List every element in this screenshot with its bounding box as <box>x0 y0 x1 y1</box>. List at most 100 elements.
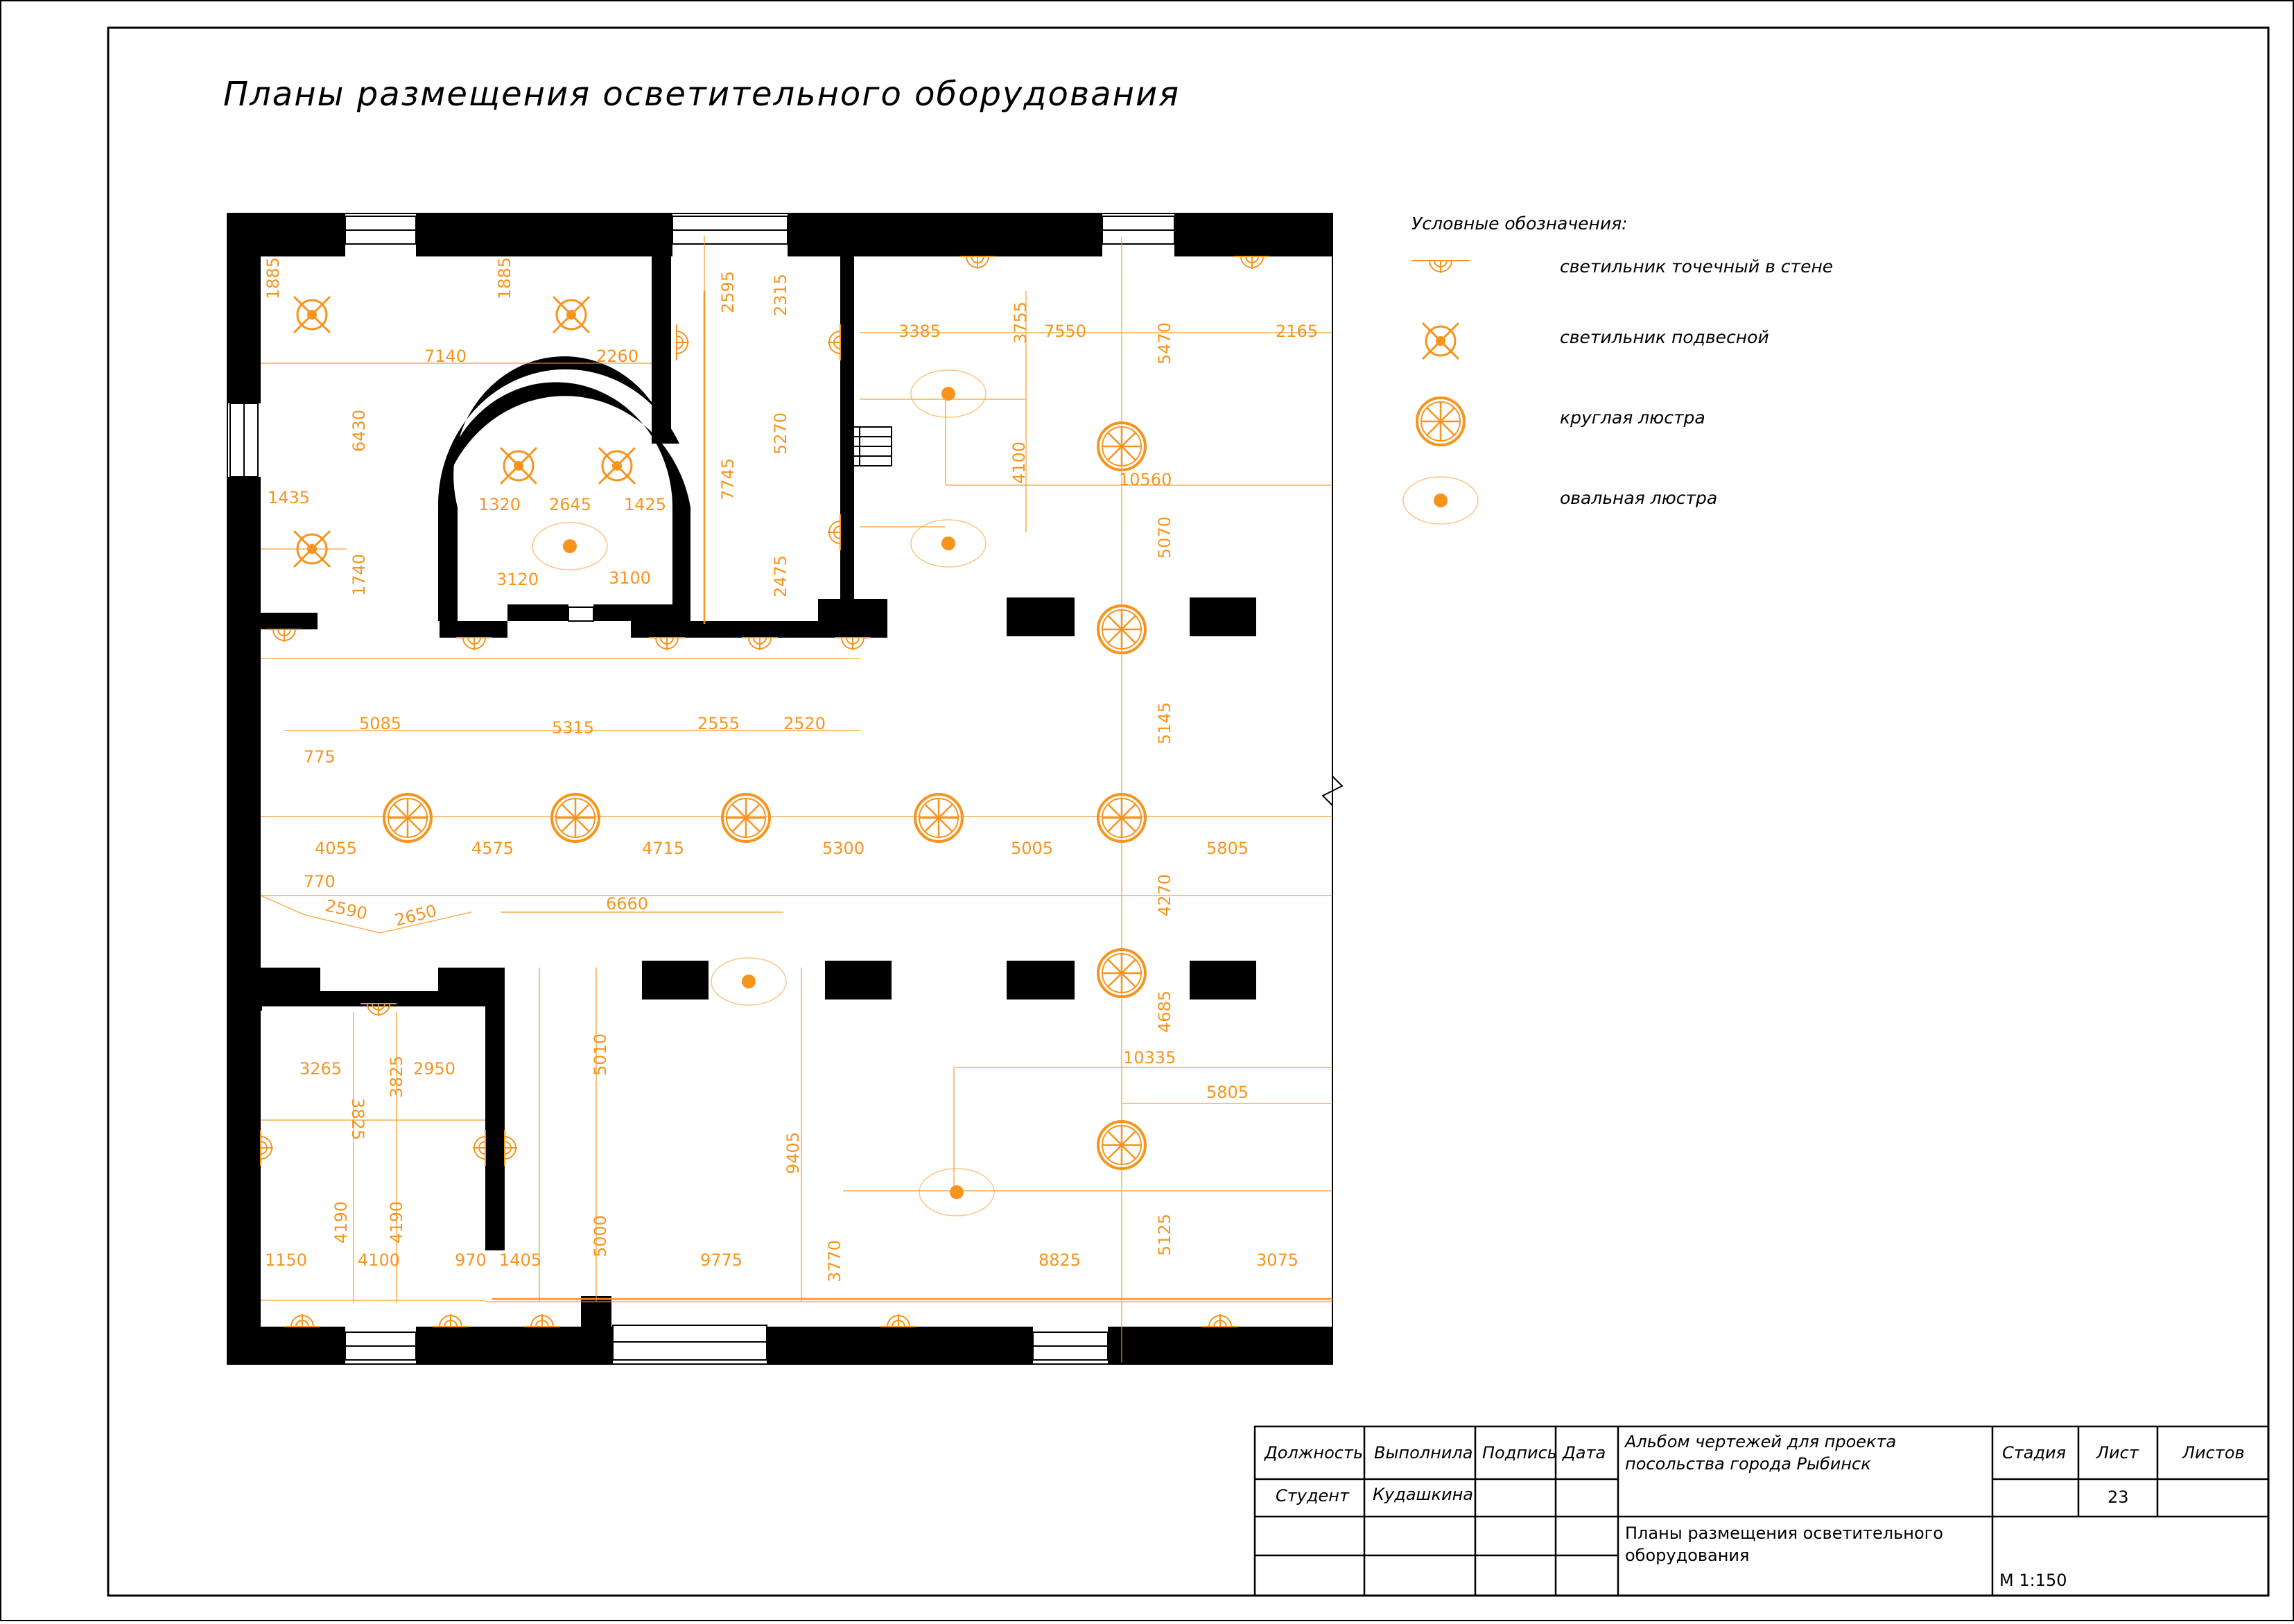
dim-label: 7140 <box>424 347 467 366</box>
round-chandelier-icon <box>1097 1120 1147 1170</box>
dim-label: 2645 <box>549 495 591 514</box>
round-chandelier-icon <box>1097 948 1147 998</box>
dim-label: 1885 <box>495 257 514 299</box>
tb-album-title-1: Альбом чертежей для проекта <box>1625 1432 1897 1451</box>
wall-spot-icon <box>266 629 303 643</box>
dim-label: 4270 <box>1155 874 1174 916</box>
dim-label: 3265 <box>299 1059 342 1079</box>
dim-label: 3770 <box>825 1240 844 1282</box>
dim-label: 970 <box>455 1250 487 1270</box>
pendant-lamp-icon <box>293 295 331 334</box>
wall-spot-icon <box>1233 256 1271 270</box>
wall-spot-icon <box>260 1129 274 1167</box>
dim-label: 2475 <box>771 555 790 597</box>
tb-stage-header: Стадия <box>2002 1443 2067 1463</box>
tb-sheet-number: 23 <box>2108 1487 2129 1507</box>
pendant-lamp-icon <box>1421 322 1460 360</box>
legend-title: Условные обозначения: <box>1411 213 1628 234</box>
pendant-lamp-icon <box>552 295 591 334</box>
dim-label: 5805 <box>1206 839 1249 858</box>
wall-spot-icon <box>648 637 686 651</box>
dim-label: 5470 <box>1155 322 1174 365</box>
sheet-title: Планы размещения осветительного оборудов… <box>223 75 1181 114</box>
round-chandelier-icon <box>914 793 964 843</box>
round-chandelier-icon <box>1097 604 1147 654</box>
round-chandelier-icon <box>550 793 600 843</box>
tb-album-title-2: посольства города Рыбинск <box>1625 1454 1871 1474</box>
dimension-labels: 1885 1885 2595 2315 3385 3755 7550 5470 … <box>263 257 1318 1282</box>
legend-item-label: овальная люстра <box>1560 488 1718 508</box>
dim-label: 2260 <box>596 347 638 366</box>
dim-label: 1740 <box>349 554 369 596</box>
wall-spot-icon <box>834 637 871 651</box>
tb-role: Студент <box>1276 1486 1349 1505</box>
dim-label: 4190 <box>387 1201 406 1243</box>
oval-chandelier-icon <box>910 369 987 418</box>
oval-chandelier-icon <box>532 522 608 570</box>
wall-spot-icon <box>676 324 690 361</box>
dim-label: 2315 <box>771 274 790 316</box>
tb-sign-header: Подпись <box>1482 1443 1557 1463</box>
tb-author: Кудашкина <box>1373 1485 1473 1504</box>
tb-sheet-header: Лист <box>2096 1443 2139 1463</box>
dim-label: 5315 <box>552 718 594 737</box>
floor-plan <box>227 213 1344 1365</box>
dim-label: 3100 <box>609 568 651 588</box>
dim-label: 5070 <box>1155 516 1174 559</box>
dim-label: 4190 <box>331 1201 351 1243</box>
dim-label: 3825 <box>387 1056 406 1098</box>
dim-label: 4575 <box>471 839 514 858</box>
dim-label: 1425 <box>624 495 666 514</box>
wall-spot-icon <box>827 324 841 361</box>
round-chandelier-icon <box>1097 793 1147 843</box>
round-chandelier-icon <box>383 793 433 843</box>
dim-label: 5300 <box>822 839 864 858</box>
dim-label: 3120 <box>496 570 539 589</box>
pendant-lamp-icon <box>499 446 538 485</box>
dim-label: 6660 <box>606 894 648 914</box>
legend-item-label: светильник точечный в стене <box>1560 256 1834 277</box>
wall-spot-icon <box>1422 260 1459 274</box>
dim-label: 9775 <box>700 1250 742 1270</box>
title-block <box>1253 1425 2270 1597</box>
dim-label: 3755 <box>1011 302 1030 344</box>
tb-scale: М 1:150 <box>1999 1571 2067 1590</box>
dim-label: 5805 <box>1206 1083 1249 1102</box>
dim-label: 770 <box>304 872 336 891</box>
dim-label: 2555 <box>697 714 740 733</box>
dim-label: 2595 <box>718 271 738 313</box>
dim-label: 1435 <box>268 488 310 507</box>
wall-spot-icon <box>959 256 996 270</box>
dim-label: 1150 <box>265 1250 307 1270</box>
wall-spot-icon <box>432 1313 469 1327</box>
wall-spot-icon <box>741 637 779 651</box>
dim-label: 4685 <box>1155 990 1174 1033</box>
dim-label: 7550 <box>1044 322 1086 341</box>
inner-frame <box>107 26 2270 1597</box>
dim-label: 5085 <box>359 714 401 733</box>
dim-label: 5145 <box>1155 702 1174 744</box>
dim-label: 5000 <box>591 1215 610 1257</box>
wall-spot-icon <box>523 1313 561 1327</box>
tb-date-header: Дата <box>1563 1443 1606 1463</box>
dim-label: 775 <box>304 747 336 767</box>
oval-chandelier-icon <box>1402 476 1479 525</box>
dim-label: 5005 <box>1011 839 1053 858</box>
legend-item-label: светильник подвесной <box>1560 327 1769 347</box>
dim-label: 1320 <box>478 495 521 514</box>
oval-chandelier-icon <box>910 519 987 568</box>
walls <box>227 213 1332 1364</box>
dim-label: 6430 <box>349 410 369 452</box>
windows <box>229 216 1175 1361</box>
dim-label: 2650 <box>393 901 439 930</box>
tb-drawing-title-2: оборудования <box>1625 1546 1750 1565</box>
dim-label: 4715 <box>642 839 684 858</box>
tb-sheets-header: Листов <box>2182 1443 2245 1463</box>
tb-done-header: Выполнила <box>1374 1443 1473 1463</box>
oval-chandelier-icon <box>919 1168 995 1216</box>
dim-label: 5125 <box>1155 1214 1174 1256</box>
dim-label: 2165 <box>1276 322 1318 341</box>
legend-icons <box>1402 260 1479 525</box>
